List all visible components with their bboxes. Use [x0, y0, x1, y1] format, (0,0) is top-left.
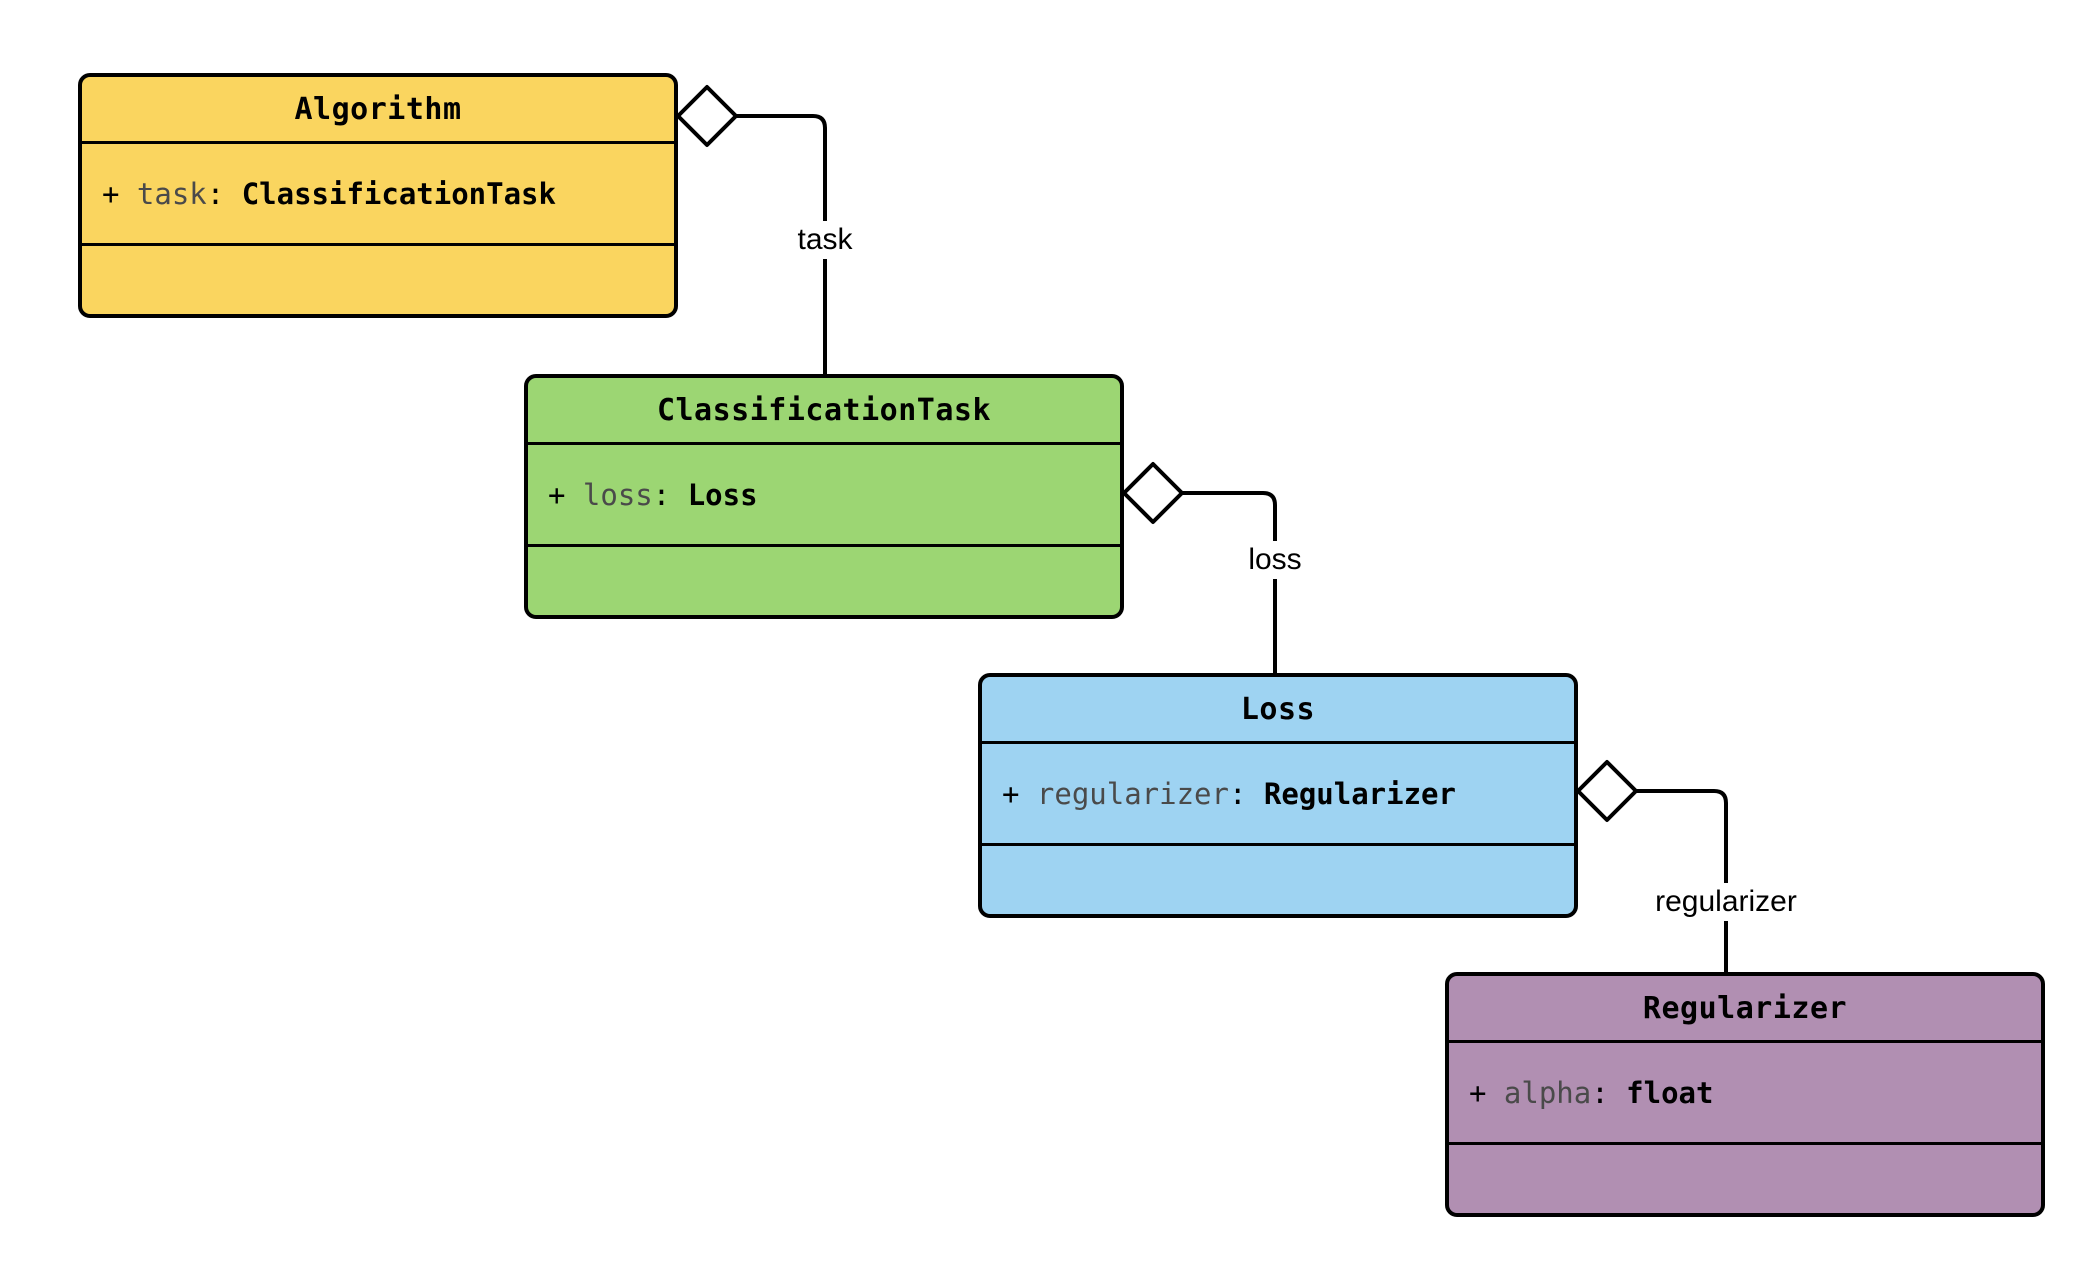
attribute-separator: :: [1228, 776, 1264, 811]
attribute-visibility: +: [102, 176, 137, 211]
attribute-visibility: +: [1469, 1075, 1504, 1110]
attribute-name: loss: [582, 477, 653, 512]
class-attributes: + task: ClassificationTask: [82, 141, 674, 246]
class-box-classificationtask: ClassificationTask + loss: Loss: [524, 374, 1124, 619]
attribute-type: Regularizer: [1263, 776, 1456, 811]
class-attributes: + loss: Loss: [528, 442, 1120, 547]
class-box-loss: Loss + regularizer: Regularizer: [978, 673, 1578, 918]
class-methods-empty: [82, 246, 674, 314]
attribute-name: regularizer: [1036, 776, 1229, 811]
class-methods-empty: [1449, 1145, 2041, 1213]
attribute-name: alpha: [1503, 1075, 1592, 1110]
aggregation-edge-loss: [1182, 491, 1277, 673]
attribute-type: ClassificationTask: [241, 176, 556, 211]
class-attributes: + regularizer: Regularizer: [982, 741, 1574, 846]
attribute-separator: :: [1591, 1075, 1627, 1110]
aggregation-edge-task: [736, 114, 827, 374]
edge-label-task: task: [787, 221, 863, 259]
aggregation-diamond-icon: [1576, 760, 1638, 822]
class-name: Algorithm: [294, 91, 462, 127]
attribute-type: float: [1626, 1075, 1714, 1110]
class-name: ClassificationTask: [656, 392, 992, 428]
aggregation-diamond-icon: [1122, 462, 1184, 524]
aggregation-edge-regularizer: [1636, 789, 1728, 972]
class-box-algorithm: Algorithm + task: ClassificationTask: [78, 73, 678, 318]
aggregation-diamond-icon: [676, 85, 738, 147]
attribute-name: task: [136, 176, 207, 211]
class-methods-empty: [528, 547, 1120, 615]
class-methods-empty: [982, 846, 1574, 914]
class-attributes: + alpha: float: [1449, 1040, 2041, 1145]
attribute-separator: :: [206, 176, 242, 211]
attribute-type: Loss: [687, 477, 758, 512]
attribute-separator: :: [652, 477, 688, 512]
edge-label-regularizer: regularizer: [1645, 883, 1807, 921]
attribute-visibility: +: [548, 477, 583, 512]
class-box-regularizer: Regularizer + alpha: float: [1445, 972, 2045, 1217]
class-name: Loss: [1240, 691, 1316, 727]
attribute-visibility: +: [1002, 776, 1037, 811]
edge-label-loss: loss: [1238, 541, 1312, 579]
class-name: Regularizer: [1642, 990, 1848, 1026]
